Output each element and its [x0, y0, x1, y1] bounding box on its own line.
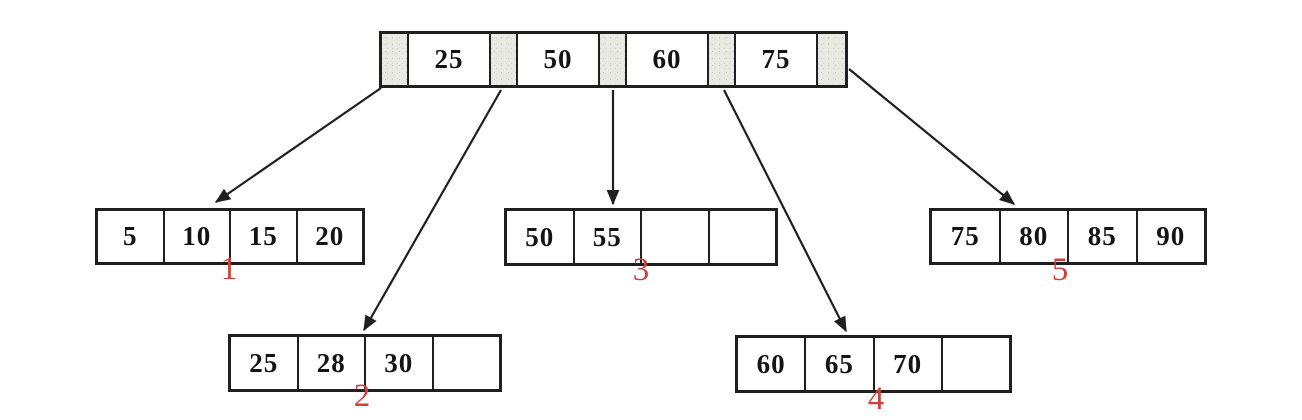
root-pointer-cell-4: [709, 34, 736, 85]
leaf-cell: 25: [231, 337, 299, 389]
leaf-cell: 20: [315, 221, 345, 251]
root-pointer-cell-5: [818, 34, 845, 85]
leaf-number-label-3: 3: [632, 252, 650, 288]
leaf-cell: [642, 211, 710, 263]
leaf-cell: 75: [932, 211, 1001, 262]
root-key-cell: 25: [409, 34, 491, 85]
leaf-node-4: 60 65 70: [735, 335, 1012, 393]
leaf-node-2: 25 28 30: [228, 334, 502, 392]
leaf-cell: [943, 338, 1009, 390]
root-pointer-cell-2: [491, 34, 518, 85]
root-key-cell: 50: [518, 34, 600, 85]
btree-root-node: 25 50 60 75: [379, 31, 848, 88]
root-key-cell: 60: [627, 34, 709, 85]
leaf-cell: 60: [738, 338, 807, 390]
leaf-cell: 85: [1069, 211, 1138, 262]
arrow-root-to-leaf-5: [848, 68, 1015, 205]
arrow-root-to-leaf-2: [363, 89, 502, 332]
leaf-cell: 50: [507, 211, 575, 263]
leaf-number-label-4: 4: [867, 381, 885, 417]
leaf-cell: [710, 211, 776, 263]
leaf-node-5: 75 80 85 90: [929, 208, 1207, 265]
leaf-cell: 10: [165, 211, 231, 262]
leaf-cell: 70: [875, 338, 943, 390]
arrow-root-to-leaf-4: [723, 89, 847, 333]
leaf-node-1: 5 10 15 20: [95, 208, 365, 265]
arrow-root-to-leaf-1: [214, 87, 382, 203]
leaf-cell: [434, 337, 500, 389]
leaf-cell: 80: [1001, 211, 1069, 262]
leaf-number-label-2: 2: [353, 378, 371, 414]
root-key-cell: 75: [736, 34, 818, 85]
leaf-cell: 30: [366, 337, 434, 389]
root-pointer-cell-3: [600, 34, 627, 85]
leaf-cell: 90: [1156, 221, 1186, 251]
leaf-cell: 28: [299, 337, 366, 389]
leaf-number-label-1: 1: [220, 251, 238, 287]
root-pointer-cell-1: [382, 34, 409, 85]
leaf-cell: 55: [575, 211, 642, 263]
leaf-cell: 5: [98, 211, 165, 262]
leaf-node-3: 50 55: [504, 208, 778, 266]
leaf-cell: 15: [231, 211, 298, 262]
leaf-cell: 65: [806, 338, 875, 390]
leaf-number-label-5: 5: [1051, 252, 1069, 288]
